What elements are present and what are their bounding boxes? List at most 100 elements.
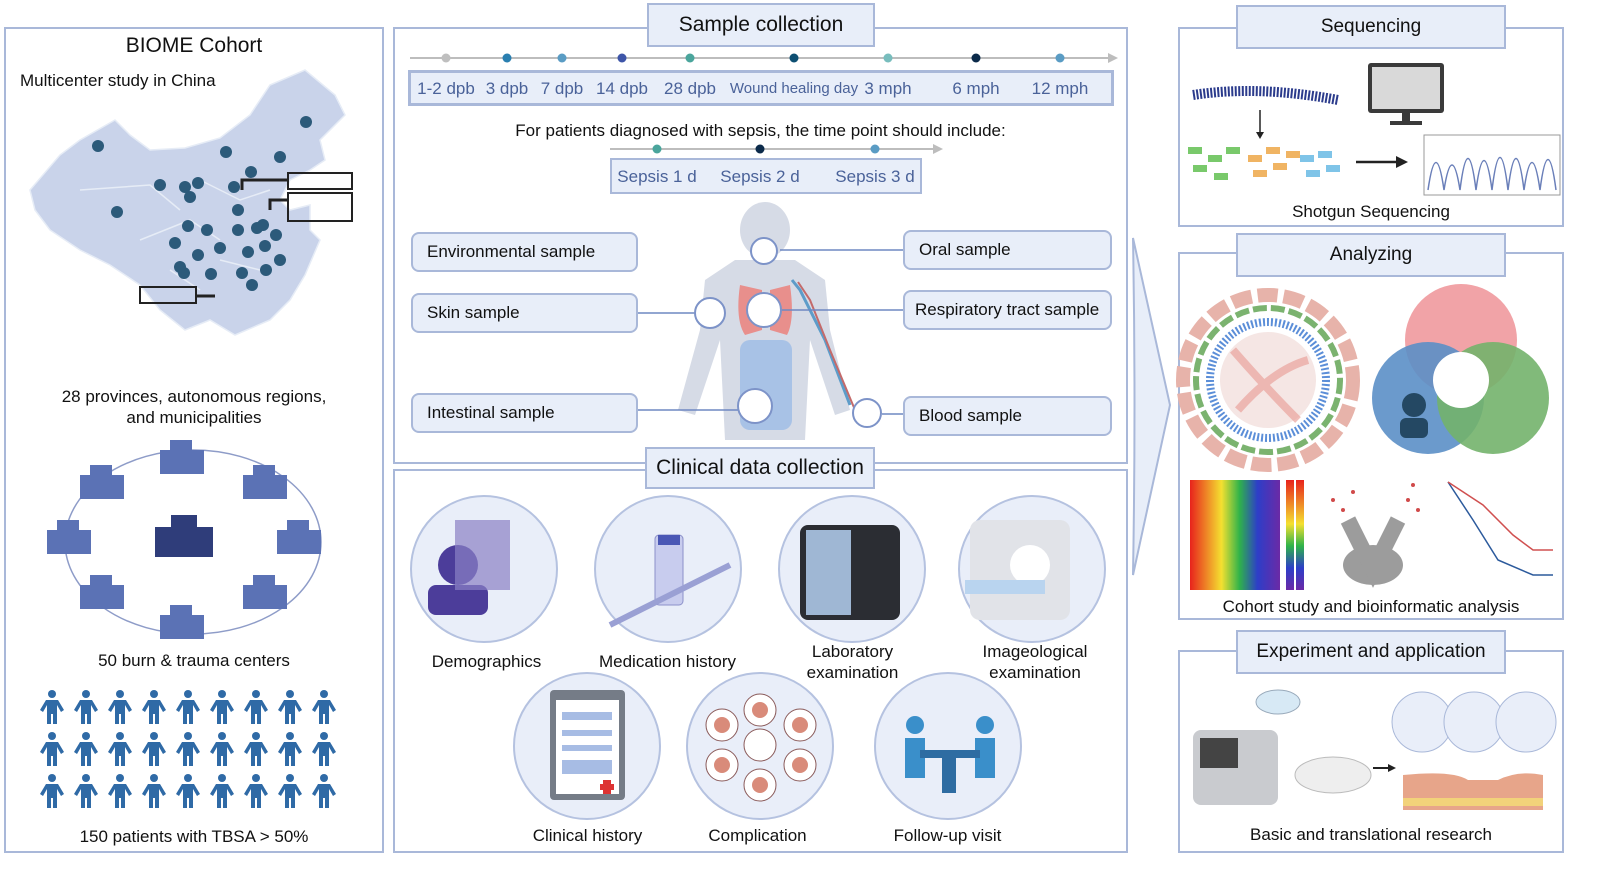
timepoint-label: 3 dpb	[485, 79, 529, 98]
timepoint-dot	[685, 53, 695, 63]
hospital-network-icon	[47, 440, 322, 639]
timepoint-dot	[441, 53, 451, 63]
cohort-subtitle: Multicenter study in China	[20, 71, 216, 90]
laboratory-label: Laboratory	[811, 642, 894, 661]
laboratory-label-2: examination	[806, 663, 899, 682]
patient-icon	[108, 732, 132, 766]
experiment-title: Experiment and application	[1236, 630, 1506, 674]
sepsis-timepoint-label: Sepsis 3 d	[835, 167, 915, 186]
patient-icon	[210, 732, 234, 766]
timepoint-label: 7 dpb	[540, 79, 584, 98]
patient-icon	[244, 774, 268, 808]
clinical-history-label: Clinical history	[532, 826, 643, 845]
timepoint-dot	[617, 53, 627, 63]
timepoint-label: Wound healing day	[729, 80, 859, 97]
patient-icon	[244, 690, 268, 724]
patient-icon	[176, 774, 200, 808]
patient-icon	[210, 774, 234, 808]
intestinal-sample-marker	[737, 388, 773, 424]
patient-icon	[108, 774, 132, 808]
patient-icon	[312, 690, 336, 724]
experiment-caption: Basic and translational research	[1250, 825, 1492, 844]
patient-icon	[74, 774, 98, 808]
regions-caption-line1: 28 provinces, autonomous regions,	[61, 387, 327, 406]
timepoint-label: 14 dpb	[596, 79, 648, 98]
patient-icon	[176, 690, 200, 724]
timepoint-label: 3 mph	[864, 79, 912, 98]
patient-icon	[40, 732, 64, 766]
patients-caption: 150 patients with TBSA > 50%	[79, 827, 309, 846]
clinical-data-title: Clinical data collection	[645, 447, 875, 489]
skin-sample-marker	[694, 297, 726, 329]
environmental-sample-box: Environmental sample	[411, 232, 638, 272]
patient-icon	[244, 732, 268, 766]
sepsis-timepoint-dot	[755, 144, 765, 154]
centers-caption: 50 burn & trauma centers	[98, 651, 290, 670]
patient-icon	[278, 774, 302, 808]
timepoint-dot	[789, 53, 799, 63]
sepsis-box	[610, 158, 922, 194]
patient-icon	[312, 732, 336, 766]
imageological-label-2: examination	[989, 663, 1081, 682]
timeline-axis	[410, 53, 1118, 63]
sepsis-timepoint-dot	[652, 144, 662, 154]
timepoint-dot	[1055, 53, 1065, 63]
timepoint-dot	[557, 53, 567, 63]
complication-label: Complication	[708, 826, 807, 845]
follow-up-visit-label: Follow-up visit	[893, 826, 1002, 845]
sepsis-timeline-arrowhead	[933, 144, 943, 154]
sequencing-title: Sequencing	[1236, 5, 1506, 49]
oral-sample-marker	[750, 237, 778, 265]
timepoint-dot	[883, 53, 893, 63]
respiratory-sample-box: Respiratory tract sample	[903, 290, 1112, 330]
patient-icon	[312, 774, 336, 808]
sepsis-timepoint-dot	[870, 144, 880, 154]
timeline-arrowhead	[1108, 53, 1118, 63]
sepsis-timeline-axis	[610, 144, 943, 154]
flow-arrow-icon	[1132, 237, 1172, 576]
regions-caption-line2: and municipalities	[126, 408, 262, 427]
experiment-icon	[1193, 689, 1557, 810]
sepsis-timepoint-label: Sepsis 1 d	[617, 167, 697, 186]
sequencing-caption: Shotgun Sequencing	[1292, 202, 1450, 221]
cohort-title: BIOME Cohort	[125, 34, 263, 57]
patient-icon	[142, 732, 166, 766]
timepoint-label: 6 mph	[952, 79, 1000, 98]
analysis-graphics-icon	[1176, 284, 1553, 590]
blood-sample-marker	[852, 398, 882, 428]
patient-icon	[108, 690, 132, 724]
sequencing-icon	[1188, 63, 1561, 196]
timepoint-label: 28 dpb	[664, 79, 716, 98]
analyzing-title: Analyzing	[1236, 233, 1506, 277]
sepsis-timepoint-label: Sepsis 2 d	[720, 167, 800, 186]
patient-icon	[142, 690, 166, 724]
imageological-label: Imageological	[982, 642, 1088, 661]
blood-sample-box: Blood sample	[903, 396, 1112, 436]
patient-icon	[142, 774, 166, 808]
timepoint-dot	[502, 53, 512, 63]
patient-icon	[74, 690, 98, 724]
patient-icon	[210, 690, 234, 724]
sample-collection-title: Sample collection	[647, 3, 875, 47]
respiratory-sample-marker	[746, 292, 782, 328]
patients-grid-icon	[40, 690, 336, 808]
timeline-box	[408, 70, 1114, 106]
analyzing-caption: Cohort study and bioinformatic analysis	[1222, 597, 1520, 616]
timepoint-label: 12 mph	[1031, 79, 1089, 98]
patient-icon	[74, 732, 98, 766]
china-map-icon	[29, 69, 353, 336]
sepsis-note: For patients diagnosed with sepsis, the …	[515, 121, 1006, 140]
medication-history-label: Medication history	[598, 652, 736, 671]
oral-sample-box: Oral sample	[903, 230, 1112, 270]
patient-icon	[278, 732, 302, 766]
timepoint-label: 1-2 dpb	[417, 79, 475, 98]
follow-up-visit-icon	[874, 672, 1022, 820]
intestinal-sample-box: Intestinal sample	[411, 393, 638, 433]
demographics-label: Demographics	[431, 652, 542, 671]
timepoint-dot	[971, 53, 981, 63]
patient-icon	[40, 690, 64, 724]
patient-icon	[278, 690, 302, 724]
patient-icon	[40, 774, 64, 808]
